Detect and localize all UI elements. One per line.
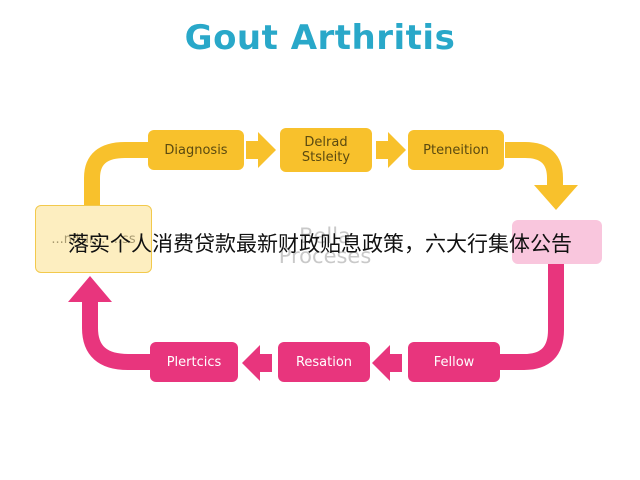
center-label-line1: Bella (299, 224, 351, 248)
arrow-pteneition-down (505, 142, 563, 188)
node-pteneition-label: Pteneition (423, 142, 489, 158)
arrow-fellow-to-resation (372, 345, 402, 381)
arrow-left-to-diagnosis (84, 142, 148, 208)
node-resation: Resation (278, 342, 370, 382)
node-resation-label: Resation (295, 354, 353, 370)
node-delrad: Delrad Stsleity (280, 128, 372, 172)
arrow-head-right-down (534, 185, 578, 210)
node-left-partial: ...nitur... ...ss (35, 205, 152, 273)
node-diagnosis: Diagnosis (148, 130, 244, 170)
arrow-head-left-up (68, 276, 112, 302)
arrow-diagnosis-to-delrad (246, 132, 276, 168)
node-plertcics: Plertcics (150, 342, 238, 382)
overlay-banner-text: 落实个人消费贷款最新财政贴息政策，六大行集体公告 (68, 232, 572, 256)
node-right-partial (512, 220, 602, 264)
arrow-resation-to-plertcics (242, 345, 272, 381)
center-label-line2: Proceses (278, 244, 372, 268)
node-fellow-label: Fellow (433, 354, 475, 370)
node-pteneition: Pteneition (408, 130, 504, 170)
arrow-delrad-to-pteneition (376, 132, 406, 168)
node-delrad-label: Delrad Stsleity (301, 135, 351, 165)
arrow-plertcics-up (82, 300, 150, 370)
node-fellow: Fellow (408, 342, 500, 382)
arrow-right-to-fellow (500, 262, 564, 370)
center-label: Bella Proceses (250, 224, 400, 268)
diagram-title: Gout Arthritis (184, 18, 456, 58)
node-plertcics-label: Plertcics (166, 354, 222, 370)
node-left-partial-label: ...nitur... ...ss (51, 231, 136, 247)
node-diagnosis-label: Diagnosis (164, 142, 228, 158)
